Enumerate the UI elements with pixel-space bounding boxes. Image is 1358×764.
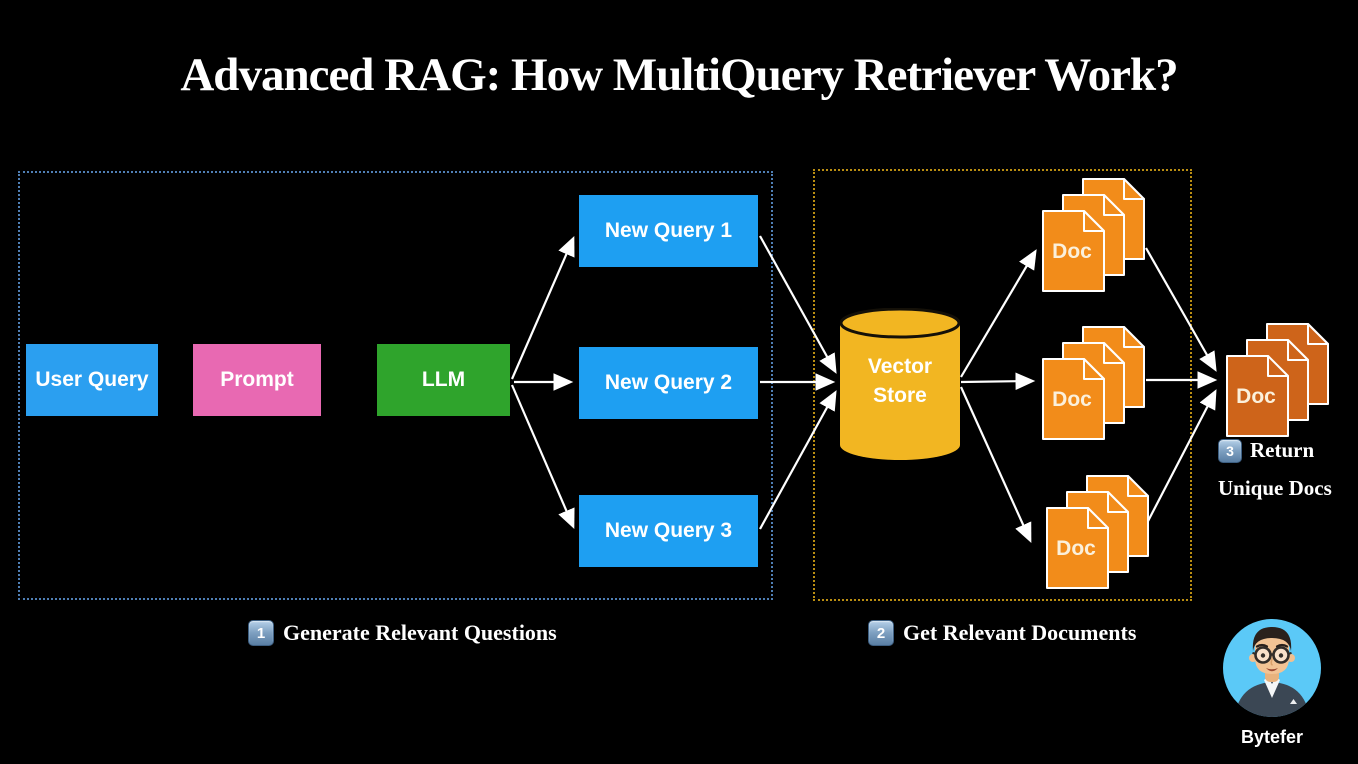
llm-node: LLM [377,344,510,416]
doc-label: Doc [1236,385,1276,408]
keycap-1-icon: 1 [248,620,274,646]
region-get-documents [813,169,1192,601]
caption-step-1: 1 Generate Relevant Questions [248,620,557,646]
new-query-1-label: New Query 1 [604,219,733,242]
doc-stack-3-icon: Doc [1046,475,1149,589]
caption-step-3-line1: Return [1250,438,1315,462]
caption-step-3: 3 Return Unique Docs [1218,438,1358,501]
page-title: Advanced RAG: How MultiQuery Retriever W… [180,49,1178,101]
caption-step-1-text: Generate Relevant Questions [283,620,557,645]
vector-store-label: Vector Store [867,355,933,407]
unique-doc-stack-icon: Doc [1226,323,1329,437]
caption-step-3-line2: Unique Docs [1218,476,1332,500]
new-query-2-node: New Query 2 [579,347,758,419]
user-query-node: User Query [26,344,158,416]
new-query-1-node: New Query 1 [579,195,758,267]
llm-label: LLM [421,368,466,391]
caption-step-2: 2 Get Relevant Documents [868,620,1136,646]
caption-step-2-text: Get Relevant Documents [903,620,1137,645]
new-query-2-label: New Query 2 [604,371,733,394]
prompt-node: Prompt [193,344,321,416]
doc-stack-2-icon: Doc [1042,326,1145,440]
keycap-2-icon: 2 [868,620,894,646]
keycap-3-icon: 3 [1218,438,1242,463]
doc-label: Doc [1056,537,1096,560]
new-query-3-node: New Query 3 [579,495,758,567]
author-avatar [1223,619,1321,717]
user-query-label: User Query [35,368,149,391]
author-name: Bytefer [1240,727,1304,747]
prompt-label: Prompt [220,368,294,391]
region-generate-questions [18,171,773,600]
doc-label: Doc [1052,240,1092,263]
doc-label: Doc [1052,388,1092,411]
new-query-3-label: New Query 3 [604,519,733,542]
doc-stack-1-icon: Doc [1042,178,1145,292]
vector-store-cylinder-icon [840,308,960,460]
